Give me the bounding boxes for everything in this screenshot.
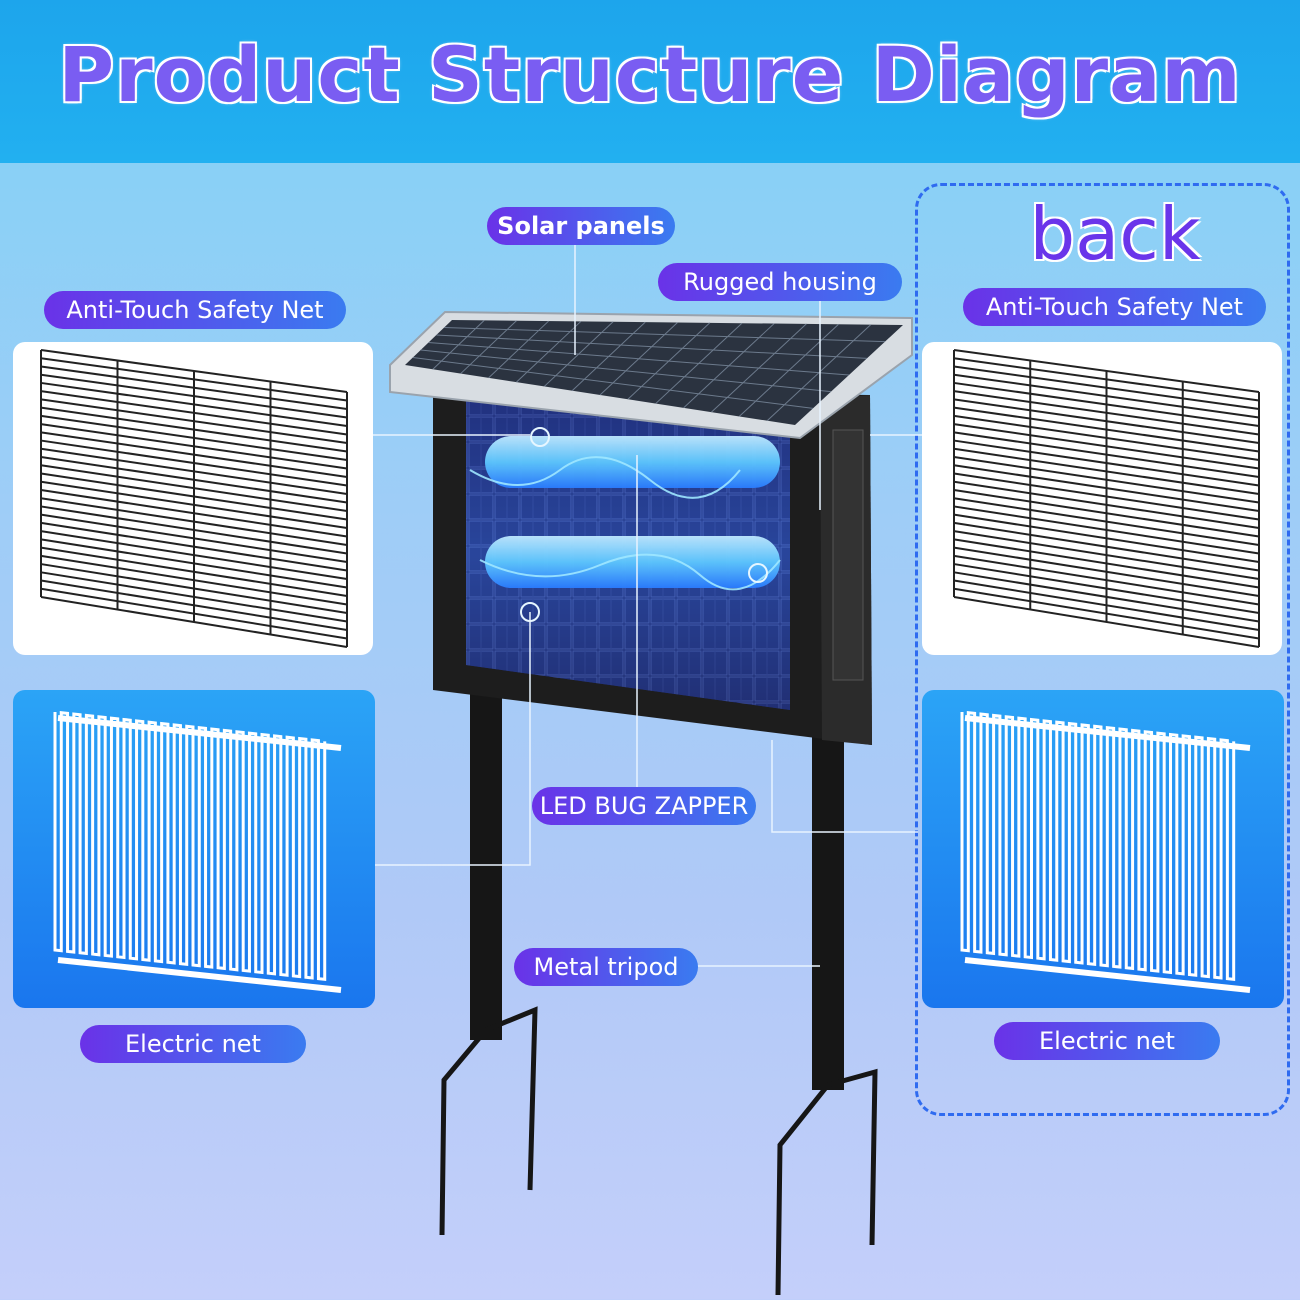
back-view-label: back	[1029, 192, 1201, 276]
safety-net-grid-left	[40, 349, 348, 648]
solar-cell-line	[543, 321, 614, 387]
label-electric-net-right: Electric net	[994, 1022, 1220, 1060]
solar-cell-line	[711, 323, 807, 413]
back-view-frame	[915, 183, 1290, 1116]
solar-cell-line	[432, 319, 485, 370]
solar-cell-line	[460, 320, 517, 374]
label-safety-net-left: Anti-Touch Safety Net	[44, 291, 346, 329]
safety-net-grid-right	[953, 349, 1260, 648]
solar-panel-cells	[405, 320, 903, 425]
solar-cell-line	[683, 323, 775, 409]
coil-bar-bottom	[964, 957, 1251, 993]
uv-tube-bottom	[485, 536, 780, 588]
electric-net-coil-right	[960, 711, 1251, 993]
solar-cell-line	[738, 323, 839, 417]
coil-bar-bottom	[57, 957, 342, 993]
callout-marker-top	[530, 427, 550, 447]
solar-cell-line	[571, 321, 646, 392]
page-title: Product Structure Diagram	[58, 30, 1242, 119]
electric-net-panel-left	[13, 690, 375, 1008]
safety-net-panel-left	[13, 342, 373, 655]
label-rugged-housing: Rugged housing	[658, 263, 902, 301]
ground-stake-left	[439, 1006, 538, 1236]
coil-bar-top	[57, 715, 342, 751]
housing-side-panel	[832, 429, 864, 681]
solar-cell-line	[655, 322, 743, 404]
tripod-post-left	[470, 660, 502, 1040]
label-metal-tripod: Metal tripod	[514, 948, 698, 986]
label-solar-panels: Solar panels	[487, 207, 675, 245]
electric-net-panel-right	[922, 690, 1284, 1008]
solar-cell-grid	[412, 319, 886, 422]
solar-cell-line	[516, 321, 582, 383]
tripod-post-right	[812, 700, 844, 1090]
solar-cell-line	[599, 322, 678, 396]
solar-cell-line	[766, 324, 872, 422]
header-banner	[0, 0, 1300, 163]
electric-net-coil-left	[53, 711, 342, 993]
spark-lines	[469, 456, 781, 591]
uv-tube-top	[485, 436, 780, 488]
label-electric-net-left: Electric net	[80, 1025, 306, 1063]
ground-stake-right	[775, 1068, 878, 1296]
coil-wire	[960, 711, 1236, 981]
label-safety-net-right: Anti-Touch Safety Net	[963, 288, 1266, 326]
coil-wire	[53, 711, 327, 981]
solar-cell-line	[627, 322, 711, 400]
solar-cell-line	[488, 320, 549, 379]
coil-bar-top	[964, 715, 1251, 751]
callout-marker-right	[748, 563, 768, 583]
safety-net-panel-right	[922, 342, 1282, 655]
label-led-bug-zapper: LED BUG ZAPPER	[532, 787, 756, 825]
callout-lines	[373, 245, 922, 967]
